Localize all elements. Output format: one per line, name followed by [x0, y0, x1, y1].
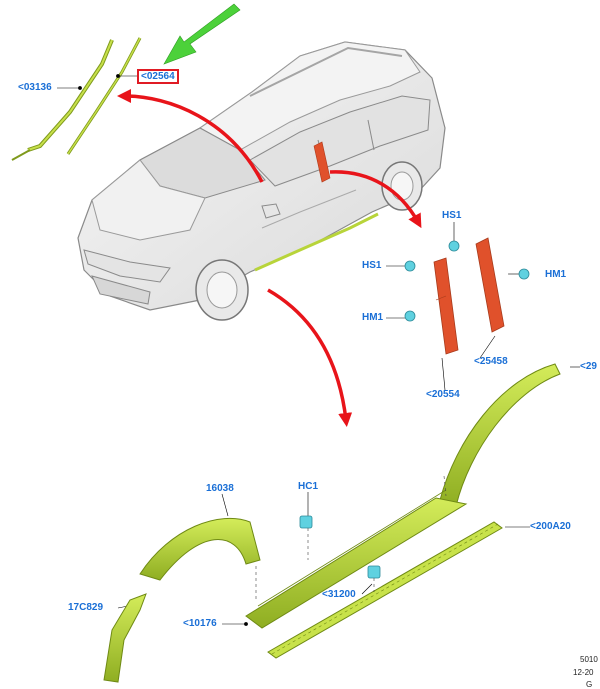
green-pointer-arrow: [163, 3, 241, 65]
callout-hc1[interactable]: HC1: [298, 481, 319, 492]
lower-trim-parts: [103, 363, 561, 683]
footer-code-line2: 12-20: [573, 668, 594, 677]
footer-code-line1: 5010: [580, 655, 598, 664]
callout-hs1-left[interactable]: HS1: [362, 260, 382, 271]
callout-10176[interactable]: <10176: [183, 618, 217, 629]
callout-hm1-left[interactable]: HM1: [362, 312, 384, 323]
flow-arrows: [117, 89, 422, 427]
callout-200a20[interactable]: <200A20: [530, 521, 571, 532]
car-illustration: [77, 41, 446, 321]
callout-16038[interactable]: 16038: [206, 483, 234, 494]
callout-31200[interactable]: <31200: [322, 589, 356, 600]
callout-03136[interactable]: <03136: [18, 82, 52, 93]
callout-25458[interactable]: <25458: [474, 356, 508, 367]
callout-hm1-right[interactable]: HM1: [545, 269, 567, 280]
callout-02564-highlighted[interactable]: <02564: [137, 69, 179, 84]
windshield-moulding-parts: [11, 37, 142, 161]
callout-29[interactable]: <29: [580, 361, 597, 372]
callout-20554[interactable]: <20554: [426, 389, 460, 400]
footer-code-line3: G: [586, 680, 593, 689]
callout-17c829[interactable]: 17C829: [68, 602, 104, 613]
pillar-trim-parts: [433, 237, 505, 355]
callout-hs1-top[interactable]: HS1: [442, 210, 462, 221]
